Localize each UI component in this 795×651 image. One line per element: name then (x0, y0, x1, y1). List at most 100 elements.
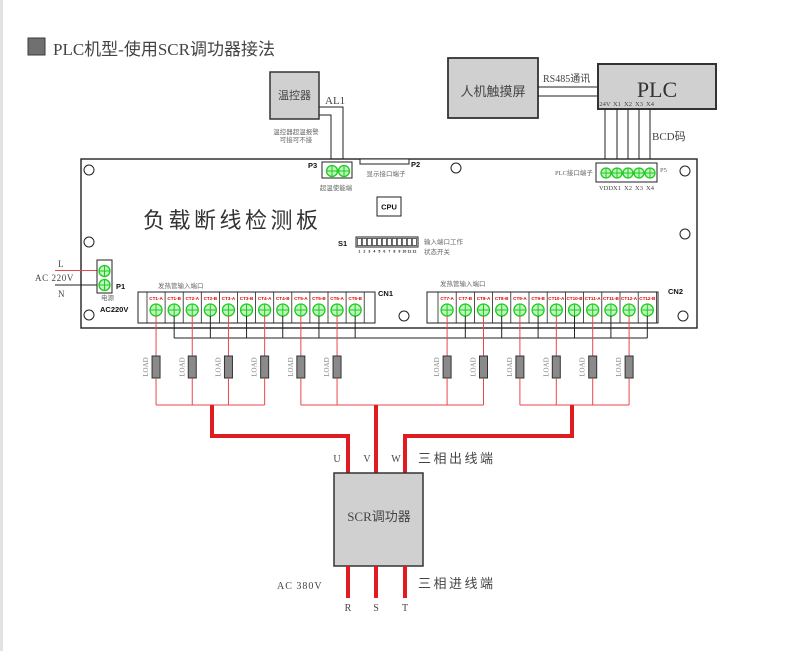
plc-label: PLC (637, 77, 677, 102)
line-l-label: L (58, 259, 64, 269)
output-phase-u-label: U (333, 454, 341, 465)
load-label: LOAD (142, 357, 150, 376)
output-caption: 三相出线端 (418, 451, 496, 466)
terminal-ct12-b: CT12-B (639, 296, 656, 317)
terminal-label: CT4-A (258, 296, 272, 301)
screw-terminal (513, 303, 527, 317)
screw-terminal (633, 167, 645, 179)
temperature-note-line-1: 温控器超温报警 (273, 127, 319, 136)
dip-position-number: 6 (383, 250, 385, 254)
screw-terminal (276, 303, 290, 317)
dip-switch-lever (411, 238, 417, 246)
dip-switch-lever (371, 238, 377, 246)
alarm-wire-1 (319, 106, 344, 163)
terminal-ct4-b: CT4-B (276, 296, 290, 317)
cn2-caption: 发热管输入端口 (440, 279, 486, 288)
screw-terminal (604, 303, 618, 317)
dip-switch-lever (396, 238, 402, 246)
terminal-label: CT11-B (603, 296, 620, 301)
load-label: LOAD (178, 357, 186, 376)
temperature-note-line-2: 可接可不接 (280, 135, 313, 144)
screw-terminal (149, 303, 163, 317)
load-label: LOAD (542, 357, 550, 376)
p5-caption: PLC接口端子 (555, 168, 593, 177)
terminal-ct7-a: CT7-A (440, 296, 455, 317)
plc-pin-label: X1 (613, 101, 621, 108)
mounting-hole-icon (677, 310, 689, 322)
terminal-label: CT1-A (149, 296, 163, 301)
input-phase-s-label: S (373, 603, 379, 614)
screw-terminal (567, 303, 582, 317)
dip-position-number: 2 (363, 250, 365, 254)
mounting-hole-icon (398, 310, 410, 322)
screw-terminal (458, 303, 472, 317)
load-resistor-icon (332, 355, 342, 379)
load-resistor-icon (223, 355, 233, 379)
board-title: 负载断线检测板 (143, 208, 322, 233)
terminal-ct8-a: CT8-A (477, 296, 491, 317)
screw-terminal (495, 303, 509, 317)
p5-pin-label: X2 (624, 185, 632, 192)
terminal-ct11-b: CT11-B (603, 296, 620, 317)
screw-terminal (640, 303, 654, 317)
dip-switch-lever (376, 238, 382, 246)
terminal-ct5-a: CT5-A (294, 296, 308, 317)
load-label: LOAD (287, 357, 295, 376)
page-left-border (0, 0, 3, 651)
dip-position-number: 4 (373, 250, 375, 254)
plc: PLC 24V X1 X2 X3 X4 (597, 63, 717, 110)
cpu-box (376, 196, 402, 217)
p1-caption: 电源 (101, 293, 115, 302)
terminal-ct1-a: CT1-A (149, 296, 163, 317)
dip-switch-lever (366, 238, 372, 246)
screw-terminal (600, 167, 612, 179)
screw-terminal (337, 164, 351, 178)
terminal-ct11-a: CT11-A (585, 296, 601, 317)
s1-caption-line-2: 状态开关 (424, 247, 451, 256)
p2-header (359, 158, 410, 165)
load-6: LOAD (323, 316, 342, 405)
load-resistor-icon (515, 355, 525, 379)
screw-terminal (98, 278, 111, 292)
screw-terminal (586, 303, 600, 317)
load-resistor-icon (151, 355, 161, 379)
mounting-hole-icon (83, 309, 95, 321)
screw-terminal (203, 303, 218, 317)
terminal-label: CT3-B (240, 296, 254, 301)
terminal-ct8-b: CT8-B (495, 296, 509, 317)
terminal-label: CT12-B (639, 296, 656, 301)
ac220-supply-label: AC 220V (35, 273, 74, 283)
hmi-box (447, 57, 539, 119)
terminal-label: CT9-A (513, 296, 527, 301)
line-n-label: N (58, 289, 65, 299)
load-10: LOAD (542, 316, 561, 405)
terminal-ct6-a: CT6-A (330, 296, 344, 317)
terminal-label: CT3-A (222, 296, 236, 301)
screw-terminal (611, 167, 623, 179)
terminal-label: CT8-B (495, 296, 509, 301)
scr-power-controller: SCR调功器 (333, 472, 424, 567)
cn1-id: CN1 (378, 289, 393, 298)
terminal-label: CT8-A (477, 296, 491, 301)
input-phase-t-label: T (402, 603, 408, 614)
dip-switch-lever (356, 238, 362, 246)
load-11: LOAD (579, 316, 598, 405)
p5-id: P5 (660, 167, 667, 174)
phase-u-feeder (210, 405, 350, 473)
s1-caption-line-1: 输入端口工作 (424, 237, 464, 246)
screw-terminal (257, 303, 272, 317)
load-resistor-icon (187, 355, 197, 379)
load-resistor-icon (479, 355, 488, 379)
screw-terminal (239, 303, 254, 317)
temperature-controller-label: 温控器 (278, 88, 311, 102)
screw-terminal (185, 303, 199, 317)
load-resistor-icon (296, 355, 306, 379)
terminal-ct4-a: CT4-A (257, 296, 272, 317)
ac380-supply-label: AC 380V (277, 581, 323, 592)
